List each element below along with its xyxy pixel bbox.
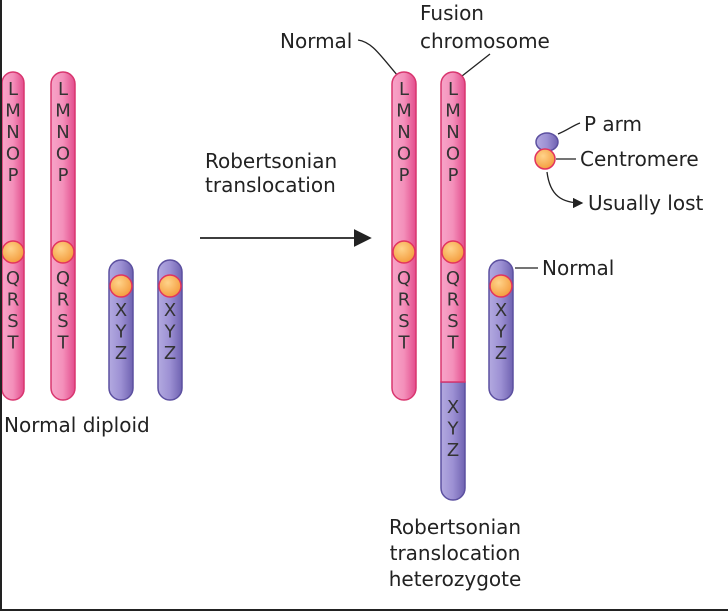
gene-label: Z	[447, 440, 459, 461]
gene-label: X	[447, 397, 459, 418]
gene-label: N	[446, 122, 459, 143]
gene-label: Q	[397, 268, 411, 289]
translocation-arrow-group: Robertsonian translocation	[200, 149, 372, 247]
gene-label: S	[447, 311, 458, 332]
gene-label: Q	[446, 268, 460, 289]
purple-chromosome-left-1: XYZ	[108, 259, 134, 401]
translocation-label-line2: translocation	[205, 173, 336, 197]
gene-label: X	[495, 300, 507, 321]
gene-label: M	[445, 101, 461, 122]
centromere-icon	[392, 240, 416, 264]
gene-label: L	[58, 79, 68, 100]
lost-fragment-group: P arm Centromere Usually lost	[534, 112, 704, 215]
translocation-label-line1: Robertsonian	[205, 149, 337, 173]
gene-label: Y	[115, 322, 128, 343]
gene-label: Z	[164, 343, 176, 364]
gene-label: R	[447, 290, 460, 311]
gene-label: R	[398, 290, 411, 311]
gene-label: L	[8, 79, 18, 100]
gene-label: X	[164, 300, 176, 321]
normal-diploid-label: Normal diploid	[4, 413, 150, 437]
gene-label: Q	[56, 268, 70, 289]
gene-label: Z	[115, 343, 127, 364]
fusion-label-line2: chromosome	[420, 29, 550, 53]
gene-label: P	[58, 165, 69, 186]
fusion-label-line1: Fusion	[420, 1, 484, 25]
gene-label: T	[7, 333, 20, 354]
gene-label: O	[56, 144, 70, 165]
gene-label: S	[398, 311, 409, 332]
gene-label: Y	[447, 419, 460, 440]
gene-label: M	[55, 101, 71, 122]
gene-label: P	[448, 165, 459, 186]
purple-chromosome-normal: XYZ	[488, 259, 514, 401]
gene-label: N	[6, 122, 19, 143]
p-arm-label: P arm	[584, 112, 642, 136]
gene-label: Y	[495, 322, 508, 343]
gene-label: Y	[164, 322, 177, 343]
centromere-icon	[534, 148, 556, 170]
gene-label: T	[57, 333, 70, 354]
centromere-icon	[109, 274, 133, 298]
gene-label: O	[397, 144, 411, 165]
centromere-icon	[51, 240, 75, 264]
gene-label: M	[396, 101, 412, 122]
leader-line	[461, 53, 491, 77]
centromere-icon	[489, 274, 513, 298]
gene-label: L	[399, 79, 409, 100]
gene-label: P	[399, 165, 410, 186]
gene-label: O	[6, 144, 20, 165]
heterozygote-label-line2: translocation	[390, 541, 521, 565]
gene-label: N	[397, 122, 410, 143]
gene-label: X	[115, 300, 127, 321]
usually-lost-label: Usually lost	[588, 191, 704, 215]
gene-label: P	[8, 165, 19, 186]
gene-label: Z	[495, 343, 507, 364]
centromere-icon	[2, 240, 25, 264]
normal-top-label: Normal	[280, 29, 352, 53]
gene-label: R	[7, 290, 20, 311]
purple-chromosome-left-2: XYZ	[157, 259, 183, 401]
leader-line	[557, 122, 581, 135]
gene-label: M	[5, 101, 21, 122]
p-arm-icon	[535, 132, 559, 152]
leader-line	[357, 39, 399, 77]
heterozygote-label-line3: heterozygote	[389, 567, 522, 591]
normal-right-label: Normal	[542, 256, 614, 280]
gene-label: O	[446, 144, 460, 165]
gene-label: R	[57, 290, 70, 311]
gene-label: T	[398, 333, 411, 354]
heterozygote-label-line1: Robertsonian	[389, 515, 521, 539]
curved-arrow-icon	[546, 171, 584, 209]
gene-label: T	[447, 333, 460, 354]
centromere-label: Centromere	[580, 147, 699, 171]
gene-label: Q	[6, 268, 20, 289]
gene-label: S	[57, 311, 68, 332]
gene-label: N	[56, 122, 69, 143]
gene-label: S	[7, 311, 18, 332]
gene-label: L	[448, 79, 458, 100]
centromere-icon	[158, 274, 182, 298]
centromere-icon	[441, 240, 465, 264]
